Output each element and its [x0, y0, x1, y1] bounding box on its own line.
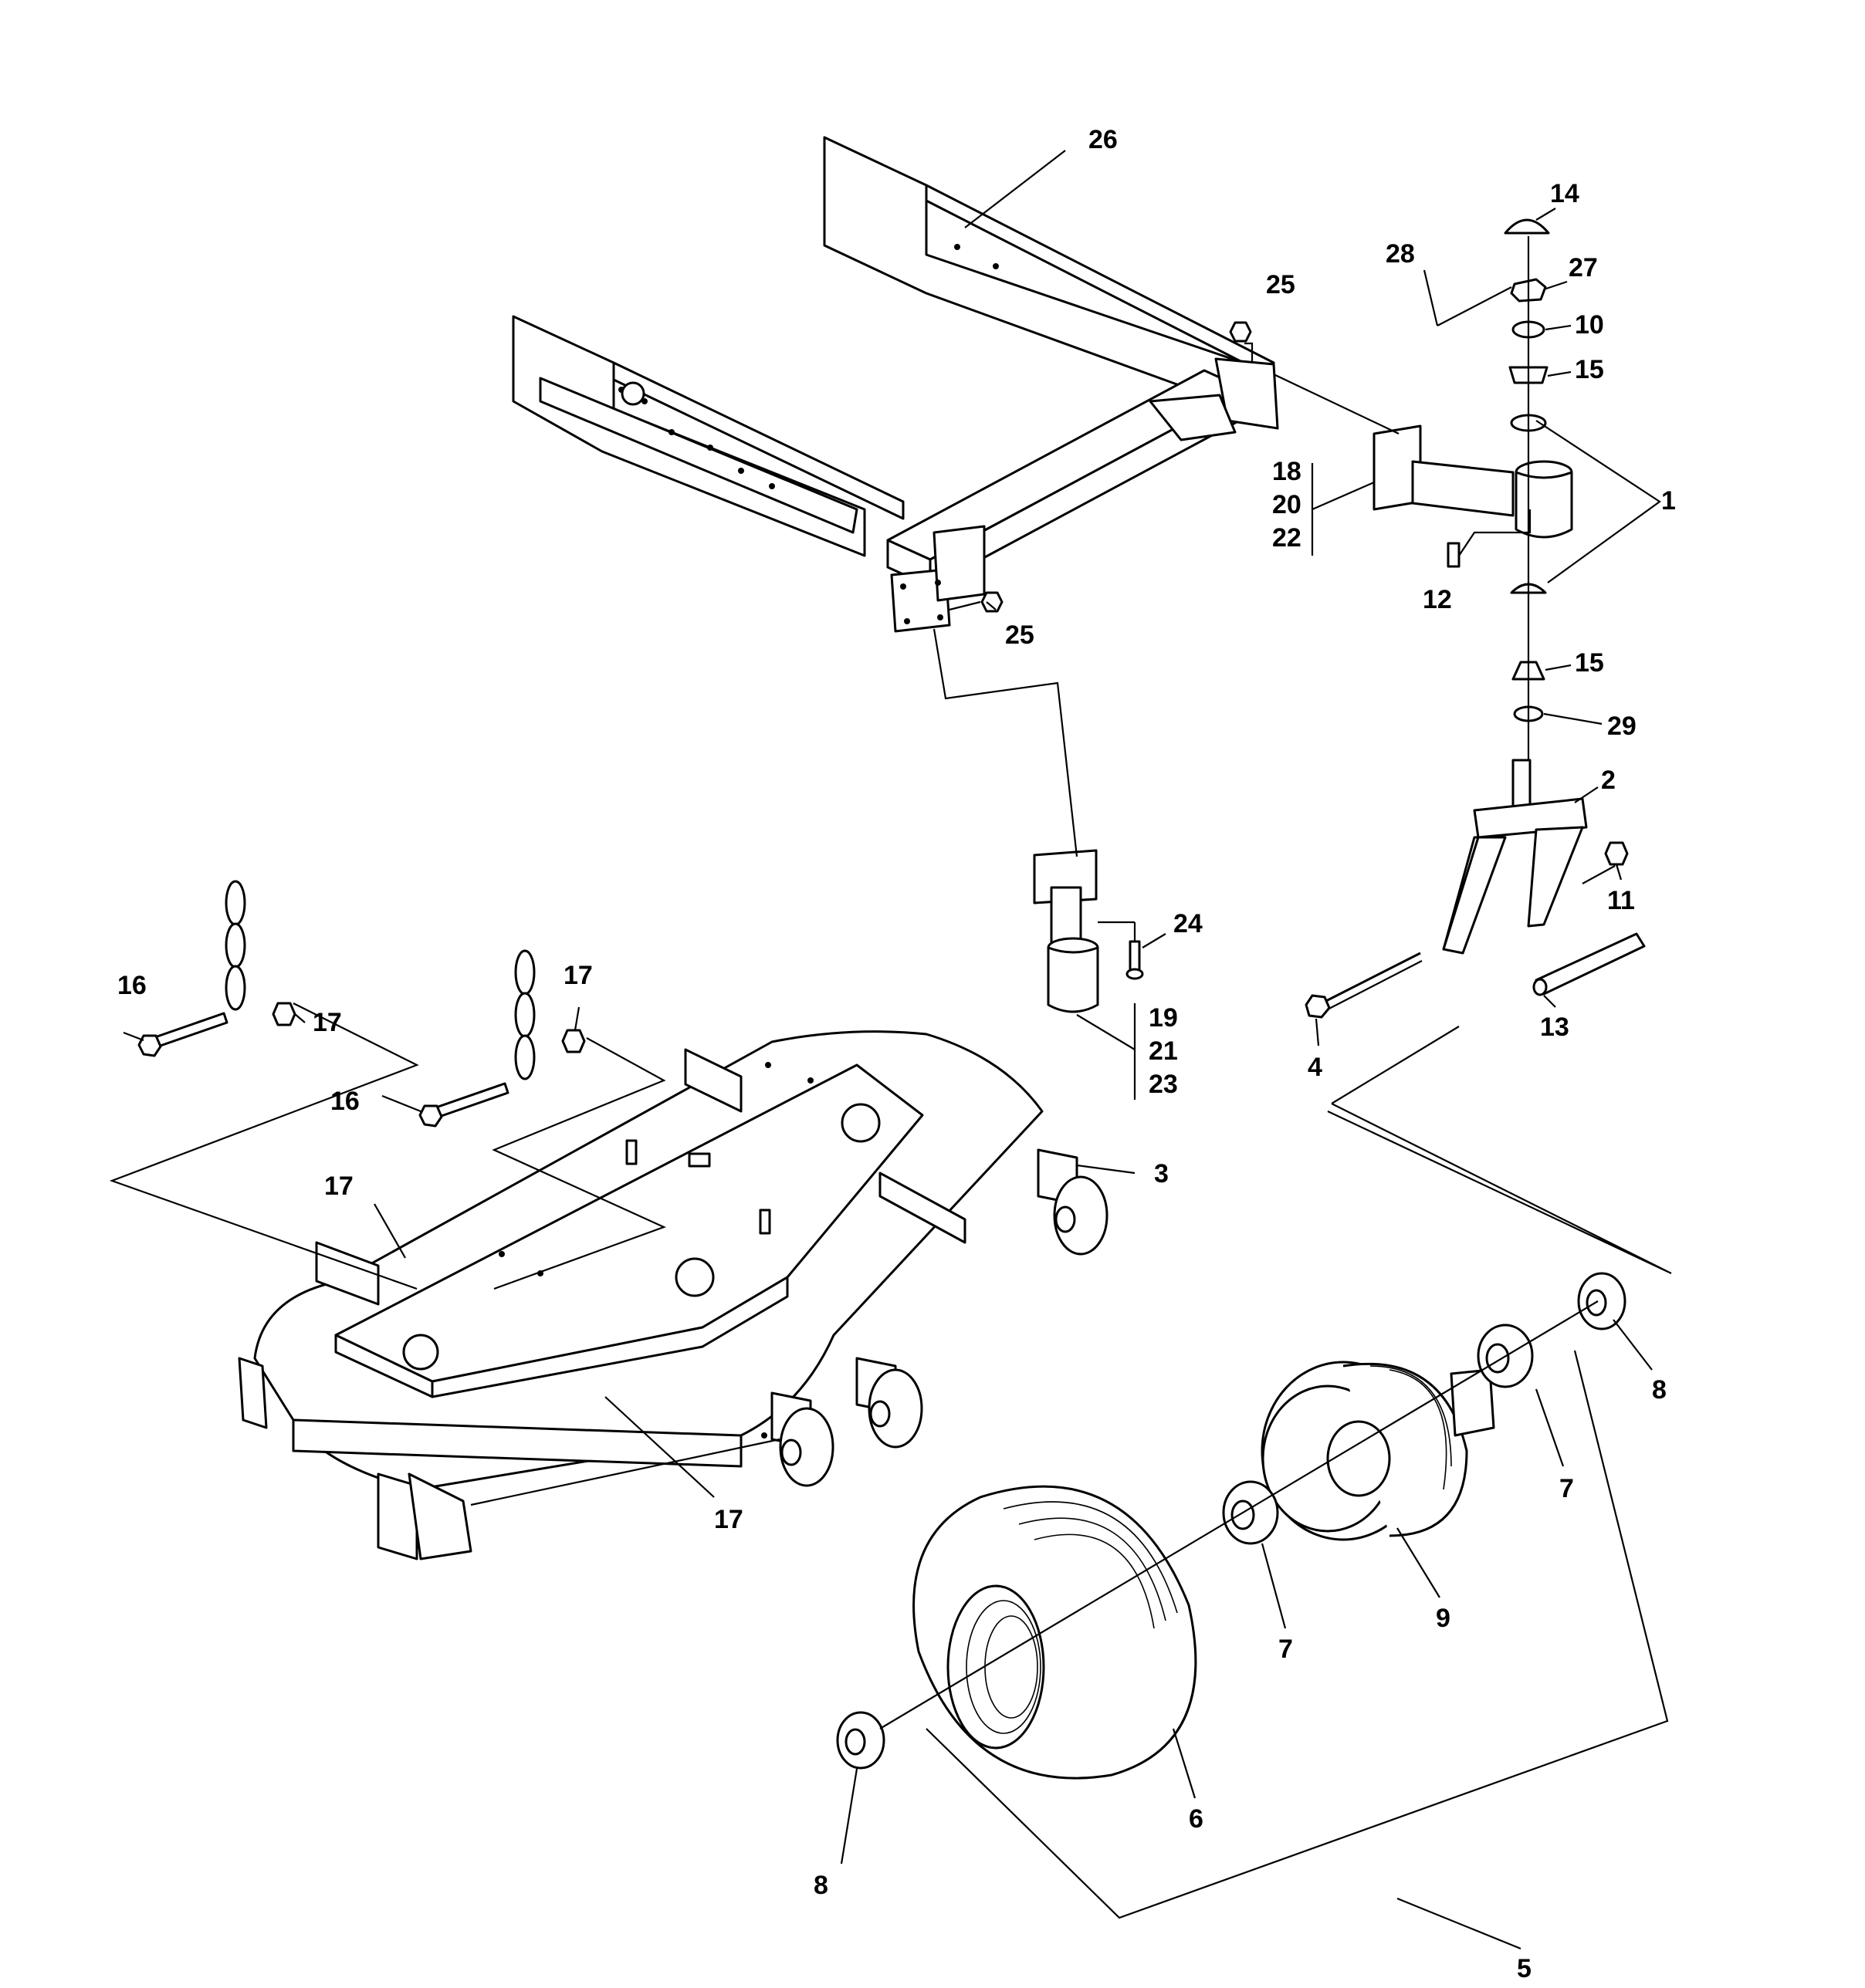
callout-26: 26 — [1088, 125, 1118, 154]
main-frame-part — [512, 136, 1279, 633]
chain-nut-right-part — [561, 1029, 586, 1053]
tire-part — [912, 1485, 1197, 1780]
callout-12: 12 — [1423, 585, 1452, 614]
callout-25-lower: 25 — [1005, 620, 1034, 650]
wheel-bearing-inner-part — [1222, 1480, 1279, 1545]
callout-18: 18 — [1272, 457, 1301, 486]
callout-8-outer: 8 — [1652, 1375, 1667, 1405]
axle-bolt-part — [1305, 952, 1423, 1019]
callout-9: 9 — [1436, 1604, 1450, 1633]
callout-2: 2 — [1601, 766, 1616, 795]
frame-nut-upper-part — [1229, 321, 1252, 343]
support-tube-assembly-part — [1033, 849, 1099, 1013]
callout-5: 5 — [1517, 1954, 1532, 1983]
callout-15-upper: 15 — [1575, 355, 1604, 384]
caster-arm-part — [1373, 424, 1573, 539]
chain-nut-left-part — [272, 1002, 296, 1026]
deck-caster-wheel-front-left-part — [770, 1391, 834, 1487]
callout-21: 21 — [1149, 1036, 1178, 1066]
leader-lines — [109, 150, 1672, 1950]
callout-1: 1 — [1661, 486, 1676, 516]
wheel-spacer-inner-part — [836, 1711, 885, 1770]
fork-nut-part — [1604, 841, 1629, 866]
callout-6: 6 — [1189, 1804, 1203, 1834]
chain-bolt-right-part — [418, 1082, 509, 1128]
chain-right-part — [514, 949, 536, 1080]
callout-23: 23 — [1149, 1070, 1178, 1099]
callout-10: 10 — [1575, 310, 1604, 340]
cotter-pin-part — [1437, 286, 1512, 326]
chain-left-part — [225, 880, 246, 1011]
callout-14: 14 — [1550, 179, 1579, 208]
wheel-spacer-outer-part — [1577, 1272, 1626, 1330]
callout-20: 20 — [1272, 490, 1301, 519]
grease-fitting-part — [1447, 542, 1461, 568]
wheel-hub-part — [1261, 1361, 1495, 1541]
support-tube-bolt-part — [1125, 940, 1144, 980]
callout-22: 22 — [1272, 523, 1301, 553]
callout-13: 13 — [1540, 1013, 1569, 1042]
callout-7-inner: 7 — [1278, 1635, 1293, 1664]
callout-17-deck: 17 — [324, 1172, 354, 1201]
frame-nut-lower-part — [980, 591, 1004, 613]
callout-17-right: 17 — [564, 961, 593, 990]
callout-17-left: 17 — [313, 1008, 342, 1037]
callout-4: 4 — [1308, 1053, 1322, 1082]
callout-29: 29 — [1607, 712, 1637, 741]
dust-cap-part — [1504, 218, 1550, 235]
callout-3: 3 — [1154, 1159, 1169, 1188]
deck-caster-wheel-front-right-part — [855, 1357, 923, 1449]
deck-caster-wheel-rear-part — [1037, 1148, 1109, 1256]
callout-16-right: 16 — [330, 1087, 360, 1116]
callout-17-front: 17 — [714, 1505, 743, 1534]
callout-16-left: 16 — [117, 971, 147, 1000]
callout-7-outer: 7 — [1559, 1474, 1574, 1503]
callout-8-inner: 8 — [814, 1871, 828, 1900]
callout-24: 24 — [1173, 909, 1203, 938]
caster-fork-part — [1442, 759, 1588, 955]
callout-25-upper: 25 — [1266, 270, 1295, 299]
callout-19: 19 — [1149, 1003, 1178, 1033]
callout-labels: 1 2 3 4 5 6 7 7 8 8 9 10 11 12 13 14 15 … — [117, 125, 1676, 1983]
chain-bolt-left-part — [137, 1012, 228, 1057]
callout-11: 11 — [1607, 886, 1635, 915]
mower-deck-part — [238, 1030, 1044, 1560]
callout-28: 28 — [1386, 239, 1415, 269]
callout-15-lower: 15 — [1575, 648, 1604, 678]
callout-27: 27 — [1569, 253, 1598, 282]
axle-spacer-tube-part — [1532, 932, 1646, 996]
